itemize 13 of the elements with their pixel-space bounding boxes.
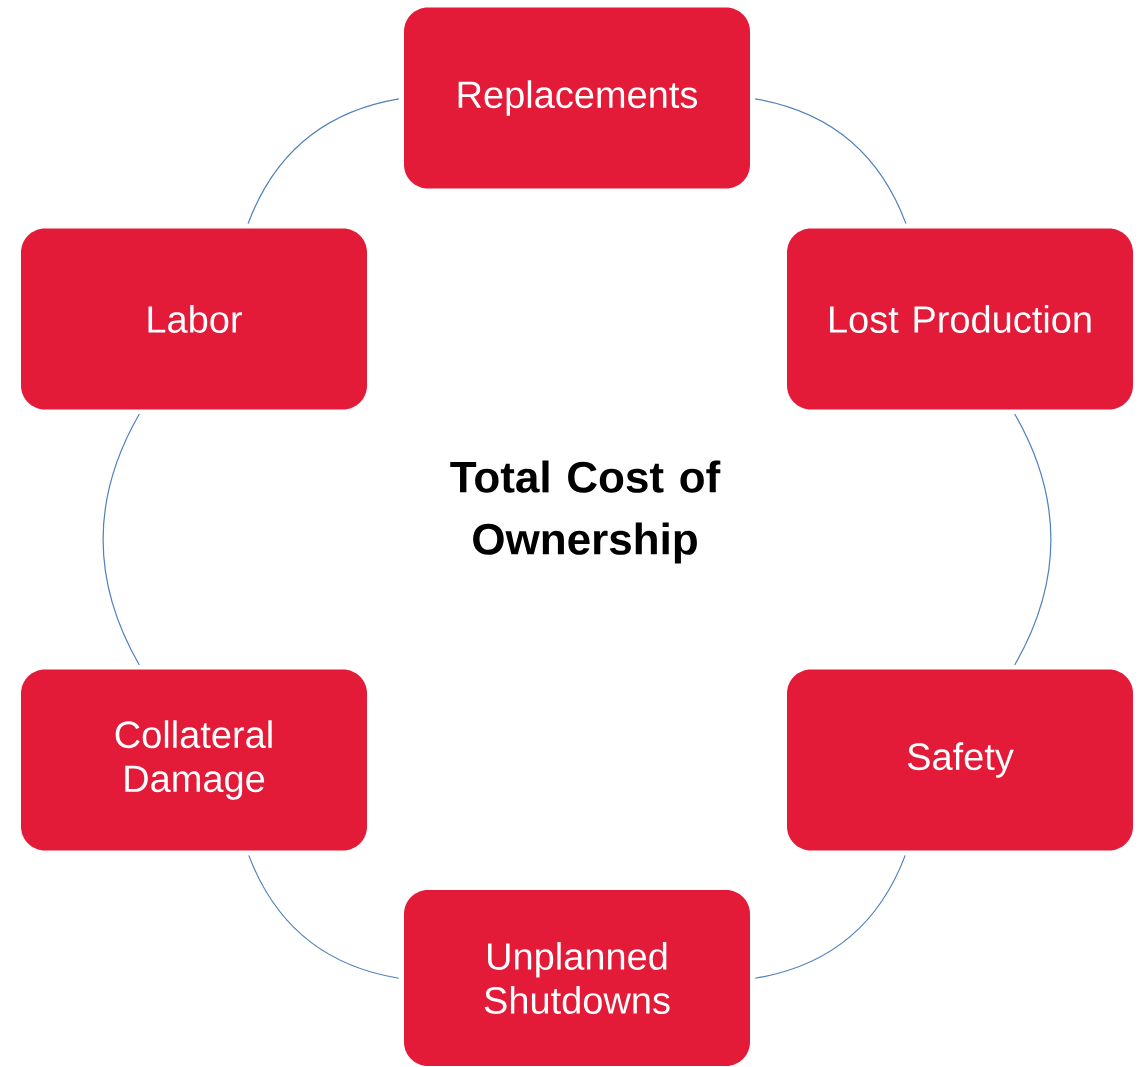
process-box: Labor <box>21 228 367 410</box>
connector-arc <box>102 413 140 666</box>
connector-arc <box>247 98 400 225</box>
process-box: Lost Production <box>787 228 1133 410</box>
process-box: Unplanned Shutdowns <box>404 890 750 1066</box>
connector-arc <box>754 98 907 225</box>
connector-arc <box>1014 413 1052 666</box>
center-title: Total Cost of Ownership <box>450 460 721 564</box>
process-box: Safety <box>787 669 1133 851</box>
process-box: Collateral Damage <box>21 669 367 851</box>
process-box: Replacements <box>404 7 750 189</box>
connector-arc <box>248 854 400 979</box>
connector-arc <box>754 854 906 979</box>
